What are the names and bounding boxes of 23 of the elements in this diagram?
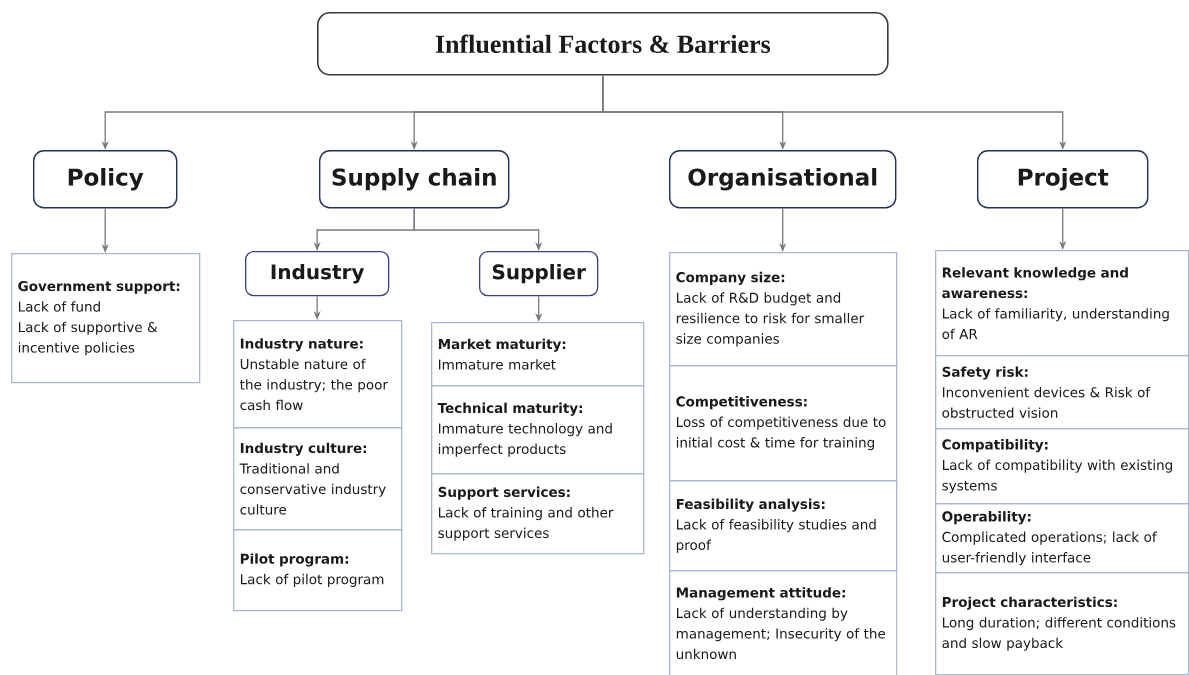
factor-box: Relevant knowledge and awareness: Lack of familiarity, understanding of AR: [935, 250, 1189, 357]
category-box: Policy: [33, 150, 178, 209]
factor-box: Market maturity: Immature market: [431, 322, 645, 387]
factor-box: Government support: Lack of fund Lack of supportive & incentive policies: [11, 253, 201, 384]
factor-box: Management attitude: Lack of understanding by management; Insecurity of the unknown: [669, 570, 898, 675]
factor-box: Safety risk: Inconvenient devices & Risk of obstructed vision: [935, 355, 1189, 430]
factor-box: Pilot program: Lack of pilot program: [233, 529, 403, 612]
factor-box: Feasibility analysis: Lack of feasibility studies and proof: [669, 480, 898, 572]
factor-box: Technical maturity: Immature technology and imperfect products: [431, 385, 645, 475]
factor-box: Competitiveness: Loss of competitiveness due to initial cost & time for training: [669, 365, 898, 482]
factor-box: Support services: Lack of training and other support services: [431, 473, 645, 555]
factor-box: Industry nature: Unstable nature of the industry; the poor cash flow: [233, 320, 403, 429]
category-box: Organisational: [669, 150, 897, 209]
factor-box: Industry culture: Traditional and conservative industry culture: [233, 427, 403, 531]
subcategory-box: Supplier: [479, 251, 599, 297]
category-box: Project: [977, 150, 1149, 209]
category-box: Supply chain: [319, 150, 510, 209]
title-box: Influential Factors & Barriers: [317, 12, 889, 76]
factor-box: Company size: Lack of R&D budget and resilience to risk for smaller size companies: [669, 252, 898, 367]
factor-box: Operability: Complicated operations; lack of user-friendly interface: [935, 503, 1189, 574]
factor-box: Compatibility: Lack of compatibility with existing systems: [935, 428, 1189, 505]
factor-box: Project characteristics: Long duration; different conditions and slow payback: [935, 572, 1189, 675]
subcategory-box: Industry: [245, 251, 390, 297]
